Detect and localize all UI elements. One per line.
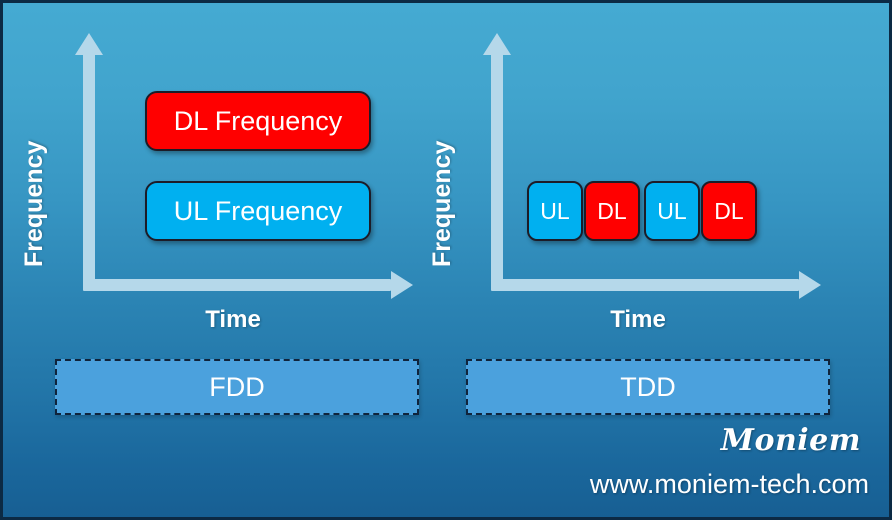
fdd-ul-frequency-block[interactable]: UL Frequency — [145, 181, 371, 241]
fdd-caption-box[interactable]: FDD — [55, 359, 419, 415]
moniem-brand-watermark: Moniem — [720, 423, 861, 458]
tdd-slot-ul-1[interactable]: UL — [527, 181, 583, 241]
tdd-axis-origin — [491, 279, 503, 291]
tdd-frequency-axis-label: Frequency — [428, 140, 456, 267]
moniem-website-url: www.moniem-tech.com — [589, 469, 869, 499]
fdd-dl-frequency-block[interactable]: DL Frequency — [145, 91, 371, 151]
tdd-slot-dl-1[interactable]: DL — [584, 181, 640, 241]
tdd-frequency-axis — [491, 53, 503, 285]
tdd-time-axis — [491, 279, 799, 291]
tdd-slot-dl-2[interactable]: DL — [701, 181, 757, 241]
fdd-time-axis — [83, 279, 391, 291]
fdd-time-axis-label: Time — [205, 306, 261, 333]
tdd-caption-box[interactable]: TDD — [466, 359, 830, 415]
tdd-slot-ul-2[interactable]: UL — [644, 181, 700, 241]
fdd-frequency-axis-label: Frequency — [20, 140, 48, 267]
tdd-time-axis-label: Time — [610, 306, 666, 333]
fdd-axis-origin — [83, 279, 95, 291]
fdd-frequency-axis — [83, 53, 95, 285]
